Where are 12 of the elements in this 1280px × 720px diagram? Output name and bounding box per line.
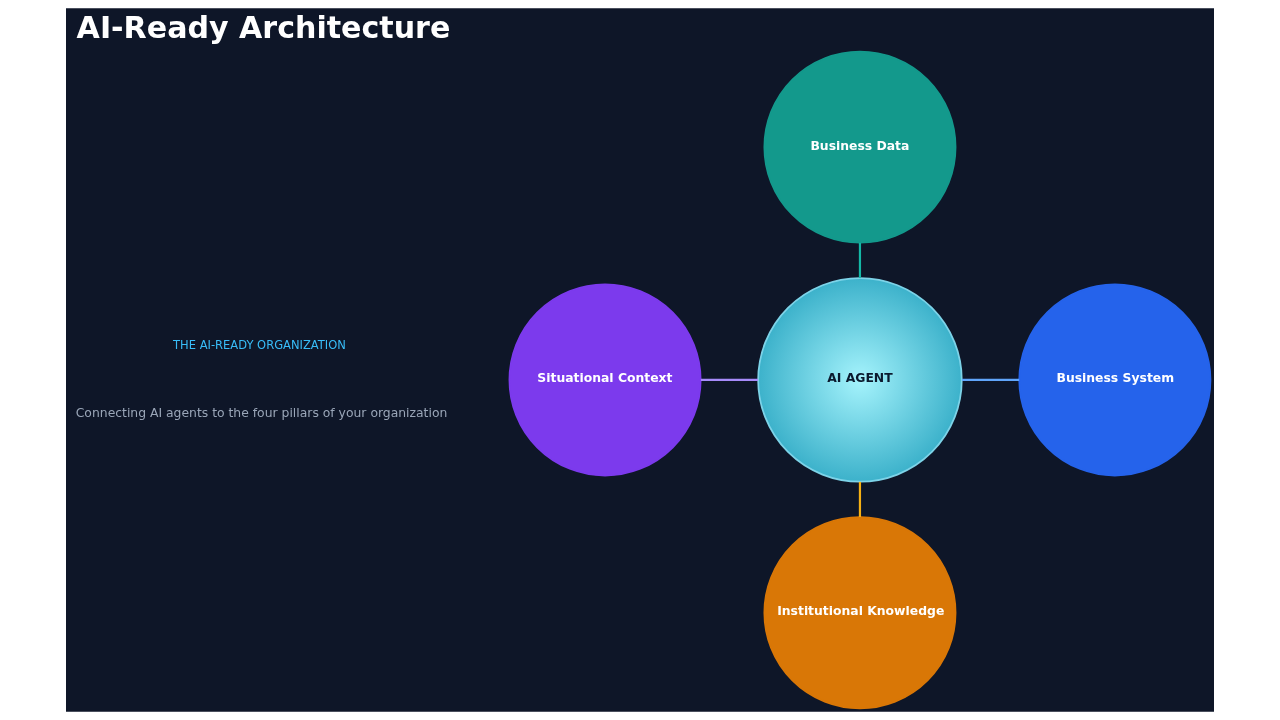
node-circle: Institutional Knowledge bbox=[763, 516, 957, 710]
label: THE AI-READY ORGANIZATION bbox=[173, 338, 346, 353]
connector bbox=[858, 481, 862, 517]
node-circle: Business System bbox=[1018, 283, 1212, 477]
node-circle: AI AGENT bbox=[757, 277, 963, 483]
connector bbox=[858, 242, 862, 279]
label: Connecting AI agents to the four pillars of your organization bbox=[75, 404, 448, 420]
connector bbox=[962, 378, 1020, 382]
node-circle: Business Data bbox=[763, 50, 957, 244]
node-circle: Situational Context bbox=[508, 283, 702, 477]
diagram-title: AI-Ready Architecture bbox=[76, 10, 451, 46]
connector bbox=[700, 378, 759, 382]
